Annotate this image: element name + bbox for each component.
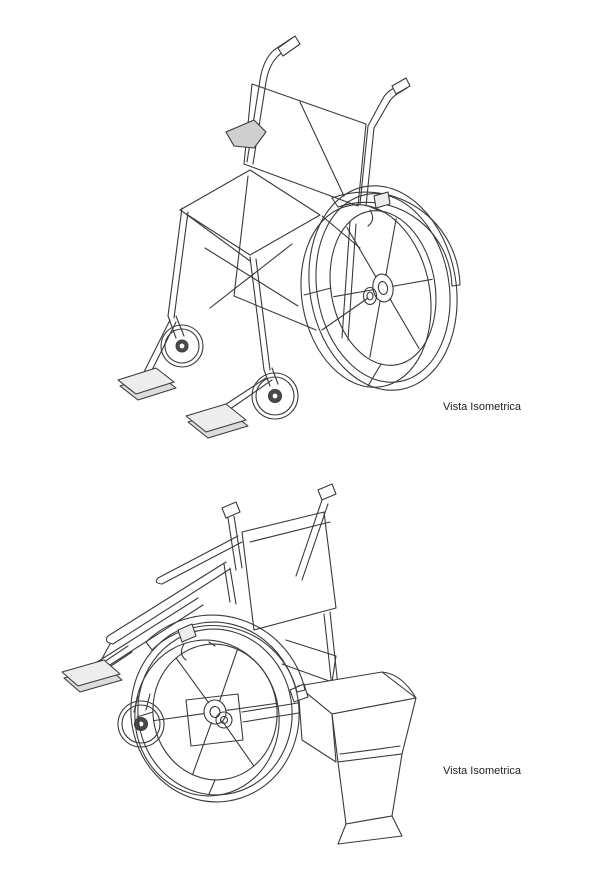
view-label-top: Vista Isometrica	[443, 401, 522, 413]
push-handle-left	[277, 35, 301, 57]
view-label-bottom: Vista Isometrica	[443, 765, 522, 777]
wheelchair-drawing-bottom	[61, 483, 417, 845]
wheel-fender	[331, 191, 461, 287]
spokes	[153, 648, 277, 776]
caster-wheel-left	[160, 315, 204, 368]
backrest	[221, 483, 337, 631]
drive-wheel	[130, 621, 300, 803]
footrest-ramp	[289, 671, 417, 845]
spokes	[333, 218, 433, 358]
fender-clamp	[177, 623, 197, 643]
isometric-view-bottom	[0, 450, 600, 886]
push-handle-right	[317, 483, 337, 501]
push-handle-right	[391, 77, 411, 95]
armrest-tubes	[93, 535, 243, 673]
rear-frame-uprights	[321, 221, 369, 341]
frame-tubes	[167, 175, 361, 371]
wheel-fender	[145, 614, 306, 693]
isometric-view-top	[117, 35, 461, 439]
backrest	[243, 35, 411, 207]
push-handle-left	[221, 501, 241, 519]
rear-wheel	[300, 185, 458, 391]
frame-plate	[185, 693, 306, 747]
armrest-pad	[225, 119, 267, 149]
hand-rim	[134, 639, 280, 797]
hub	[372, 273, 394, 303]
axle	[362, 286, 378, 306]
footplate-right	[185, 377, 273, 439]
hand-rim	[300, 204, 432, 388]
seat	[281, 611, 339, 689]
caster-wheel-right	[251, 367, 299, 420]
axle	[215, 711, 233, 729]
footplate-left	[61, 645, 133, 693]
footplate-left	[117, 319, 177, 401]
wheelchair-drawing-top	[117, 35, 461, 439]
ramp-bracket	[289, 683, 309, 703]
fender-clamp	[373, 191, 391, 209]
